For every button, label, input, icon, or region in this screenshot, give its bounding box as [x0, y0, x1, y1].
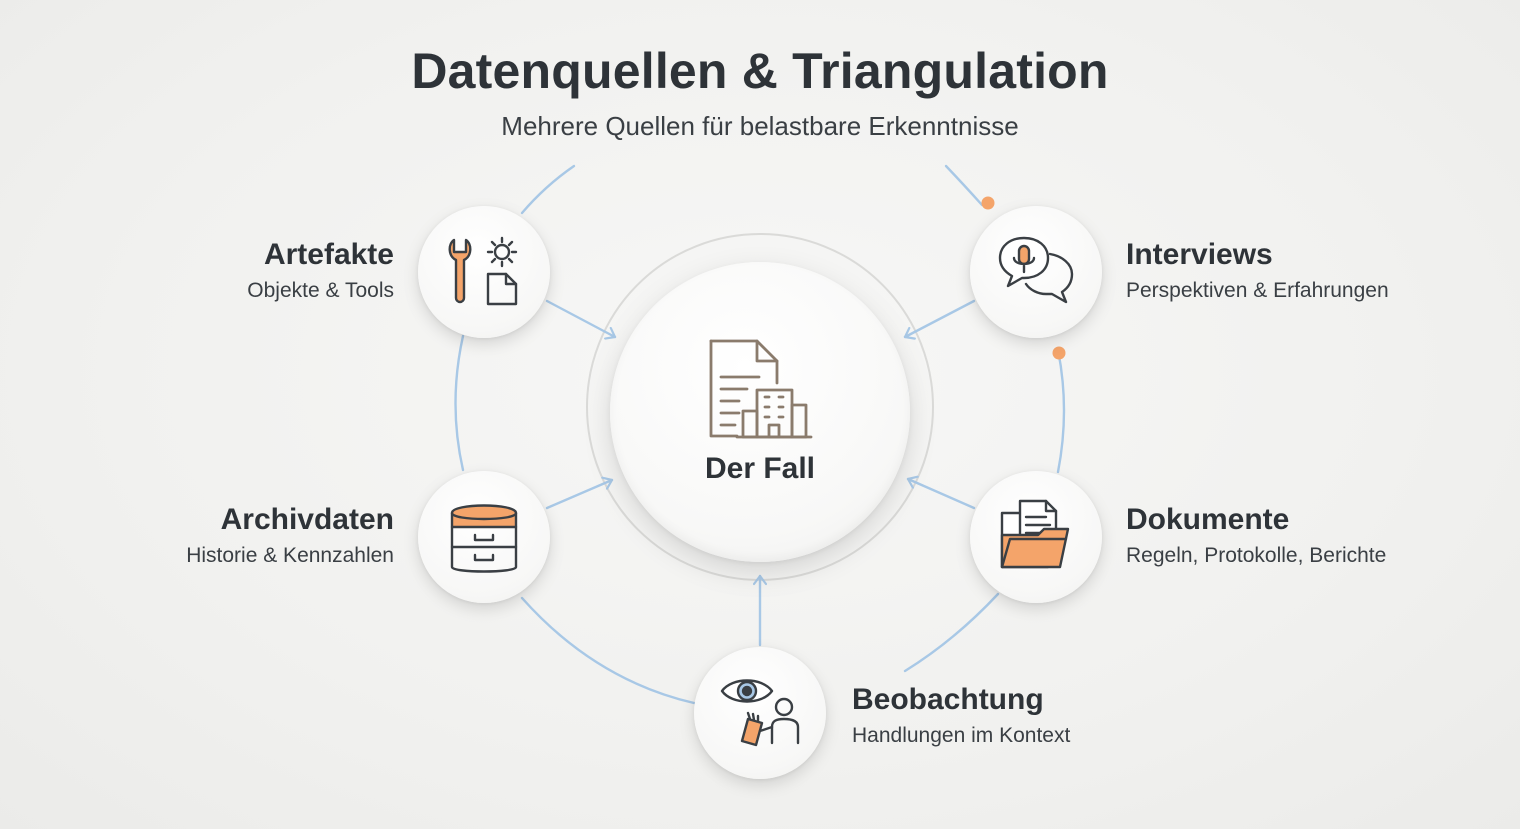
tools-icon — [448, 236, 518, 306]
source-title: Beobachtung — [852, 683, 1044, 716]
node-dokumente — [970, 471, 1102, 603]
hub-der-fall: Der Fall — [610, 262, 910, 562]
cycle-arc-bottom-left — [520, 596, 696, 705]
cycle-arc-left — [454, 334, 465, 472]
cycle-arc-top-right — [944, 164, 984, 207]
interview-icon — [998, 236, 1074, 304]
arrow-archivdaten — [545, 480, 614, 510]
arrow-interviews — [903, 299, 976, 337]
node-interviews — [970, 206, 1102, 338]
cycle-arc-right — [1056, 348, 1066, 474]
node-beobachtung — [694, 647, 826, 779]
arrow-artefakte — [545, 299, 617, 337]
label-archivdaten: Archivdaten Historie & Kennzahlen — [130, 502, 394, 574]
page-title: Datenquellen & Triangulation — [411, 43, 1109, 99]
archive-icon — [450, 504, 518, 573]
source-subtitle: Regeln, Protokolle, Berichte — [1126, 544, 1387, 567]
source-subtitle: Historie & Kennzahlen — [186, 544, 394, 567]
node-archivdaten — [418, 471, 550, 603]
accent-dot — [981, 196, 995, 210]
label-beobachtung: Beobachtung Handlungen im Kontext — [852, 682, 1152, 754]
hub-label: Der Fall — [704, 452, 816, 485]
source-title: Artefakte — [263, 238, 394, 271]
label-artefakte: Artefakte Objekte & Tools — [150, 237, 394, 309]
source-subtitle: Handlungen im Kontext — [852, 724, 1071, 747]
observation-icon — [720, 679, 800, 747]
source-title: Dokumente — [1126, 503, 1290, 536]
document-building-icon — [709, 339, 813, 439]
label-interviews: Interviews Perspektiven & Erfahrungen — [1126, 237, 1466, 309]
source-title: Archivdaten — [220, 503, 394, 536]
source-subtitle: Objekte & Tools — [247, 279, 394, 302]
node-artefakte — [418, 206, 550, 338]
cycle-arc-bottom-right — [903, 592, 1000, 673]
accent-dot — [1052, 346, 1066, 360]
cycle-arc-top-left — [520, 164, 576, 215]
label-dokumente: Dokumente Regeln, Protokolle, Berichte — [1126, 502, 1466, 574]
folder-icon — [1000, 499, 1070, 569]
source-subtitle: Perspektiven & Erfahrungen — [1126, 279, 1389, 302]
arrow-dokumente — [906, 479, 976, 510]
page-subtitle: Mehrere Quellen für belastbare Erkenntni… — [501, 111, 1019, 141]
source-title: Interviews — [1126, 238, 1273, 271]
